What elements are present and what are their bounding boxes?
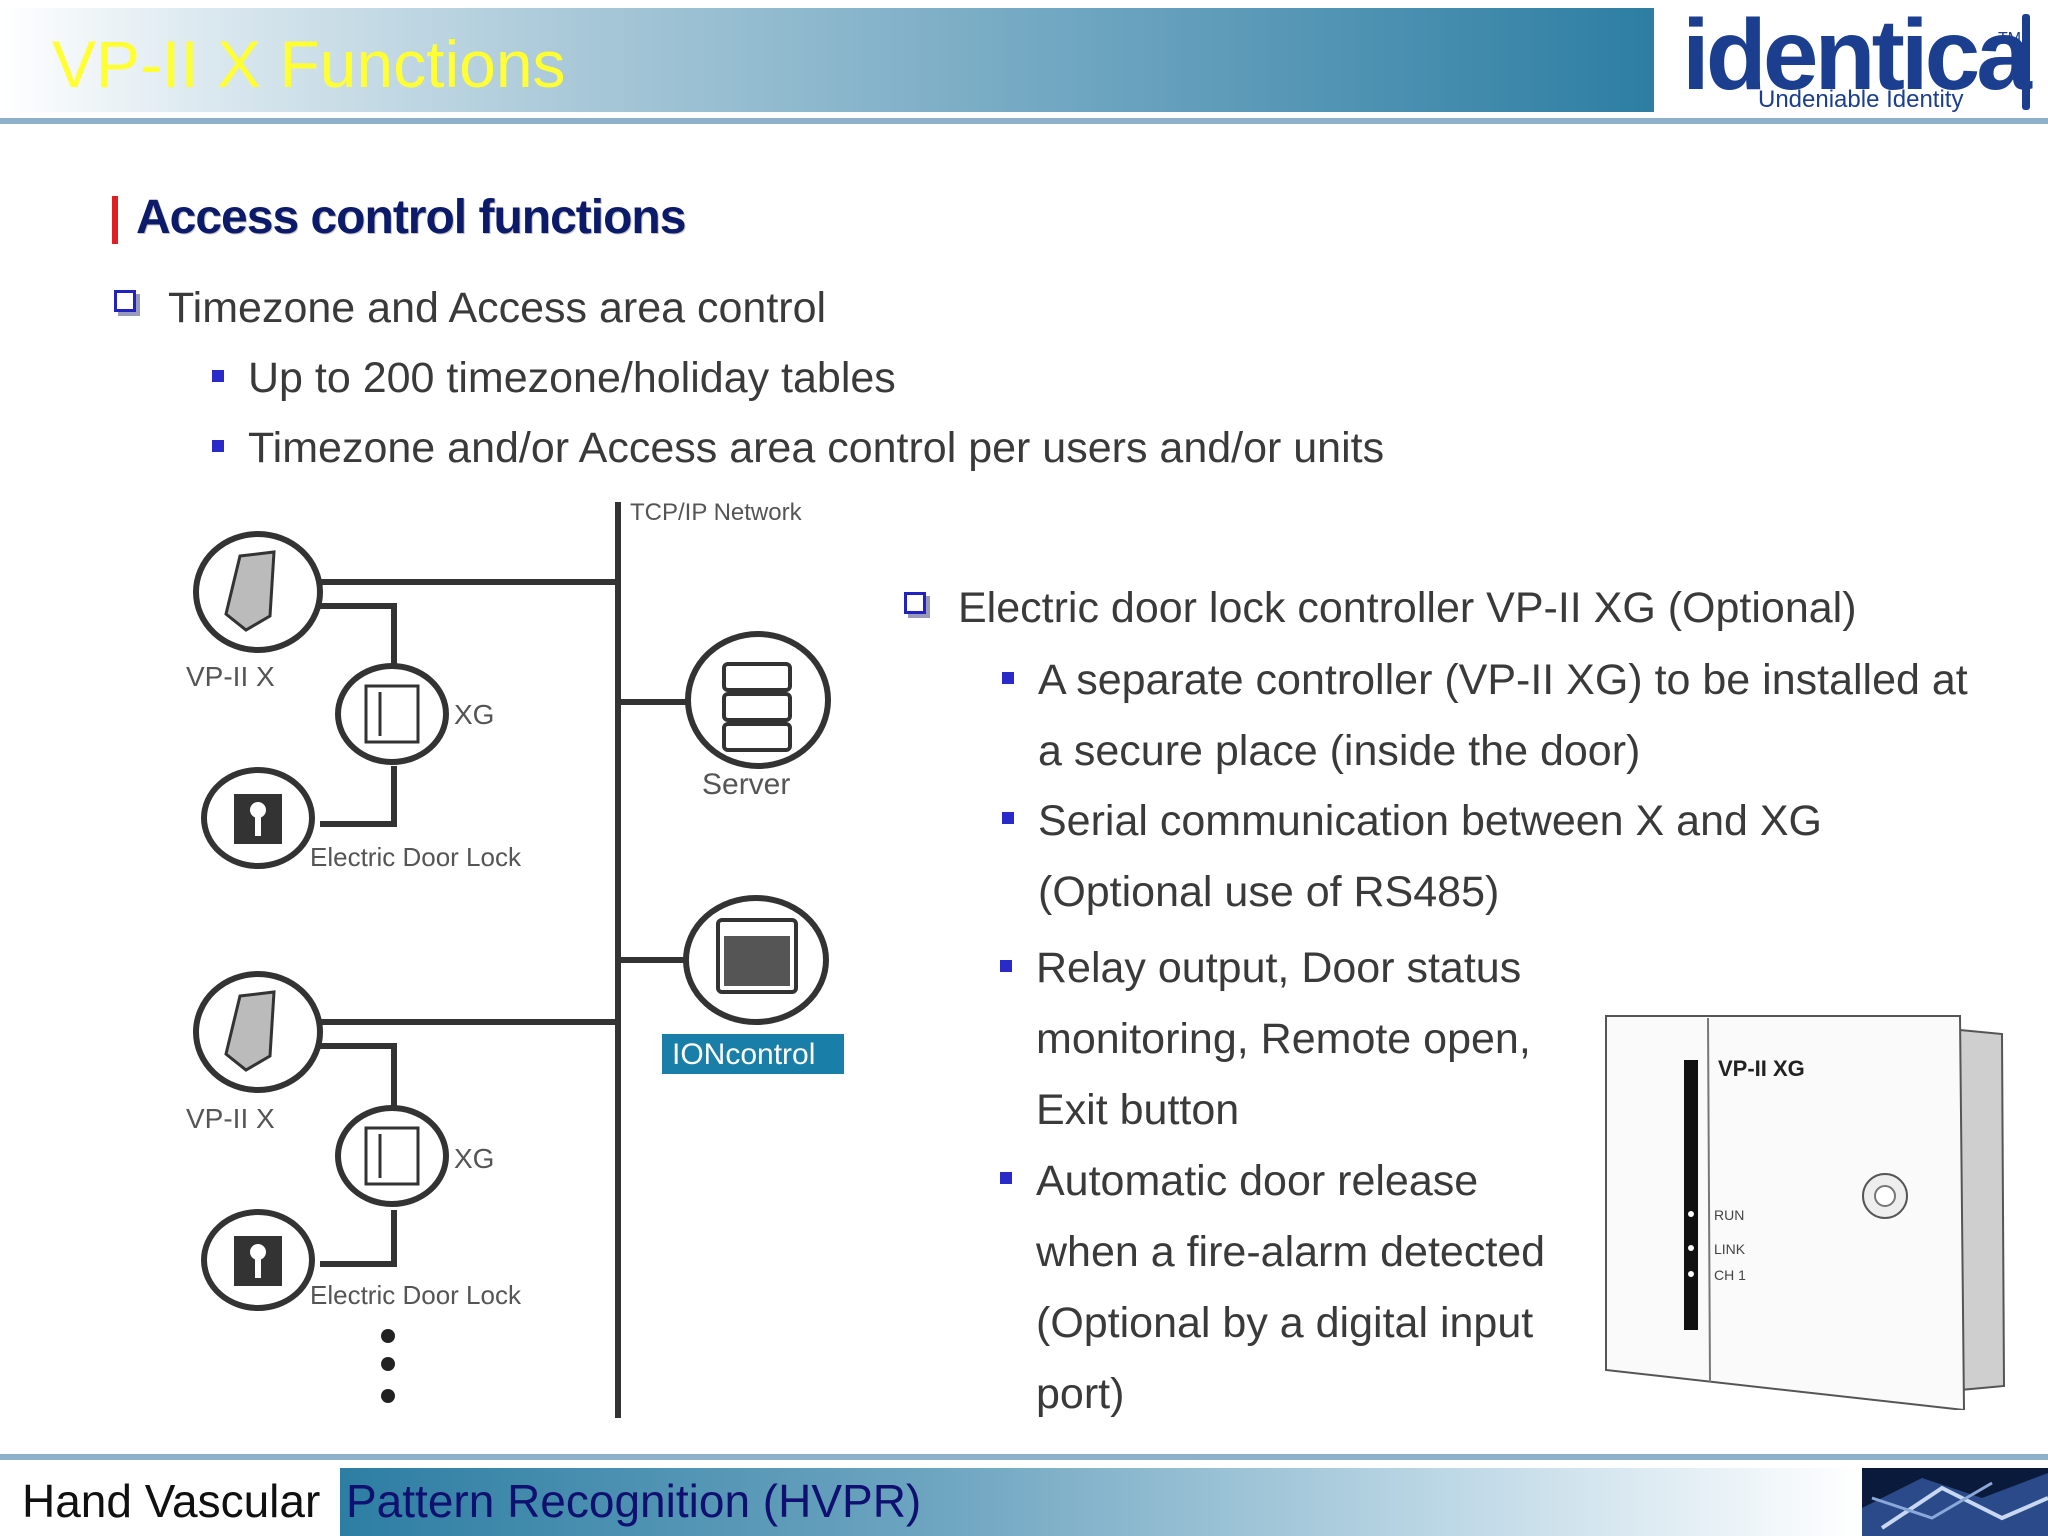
square-bullet-icon [1002, 672, 1014, 684]
section-heading: Access control functions [136, 191, 686, 244]
device-led-label: LINK [1714, 1241, 1746, 1257]
device-led-label: RUN [1714, 1207, 1744, 1223]
item-line: when a fire-alarm detected [1036, 1228, 1546, 1276]
checkbox-bullet-icon [114, 290, 136, 312]
slide-title: VP-II X Functions [52, 27, 566, 101]
server-node [685, 631, 831, 769]
footer-divider [0, 1454, 2048, 1460]
checkbox-bullet-icon [904, 592, 926, 614]
lock-label: Electric Door Lock [310, 1280, 522, 1310]
bullet-text: Timezone and Access area control [168, 284, 827, 332]
continuation-dot [381, 1389, 395, 1403]
section-accent-bar [112, 196, 118, 244]
item-line: monitoring, Remote open, [1036, 1015, 1531, 1063]
reader-node [193, 531, 323, 653]
lock-node [201, 767, 315, 869]
ioncontrol-node [683, 895, 829, 1025]
vp-ii-xg-device-image: VP-II XG RUN LINK CH 1 [1605, 1015, 2006, 1410]
controller-label: XG [454, 1143, 494, 1174]
ioncontrol-badge [662, 1034, 844, 1074]
footer-thumbnail-image [1862, 1468, 2048, 1536]
square-bullet-icon [1000, 1172, 1012, 1184]
controller-node [335, 663, 449, 765]
logo-wordmark: identica [1682, 0, 2032, 111]
server-label: Server [702, 768, 790, 801]
item-line: Serial communication between X and XG [1038, 797, 1822, 845]
square-bullet-icon [1002, 812, 1014, 824]
square-bullet-icon [1000, 960, 1012, 972]
sub-bullet-text: Up to 200 timezone/holiday tables [248, 354, 896, 402]
logo-tagline: Undeniable Identity [1758, 86, 1964, 113]
device-brand: VP-II XG [1718, 1056, 1805, 1081]
item-line: A separate controller (VP-II XG) to be i… [1038, 656, 1968, 704]
reader-label: VP-II X [186, 1103, 275, 1134]
item-line: Exit button [1036, 1086, 1240, 1134]
ioncontrol-label: IONcontrol [672, 1038, 815, 1071]
network-diagram: TCP/IP Network VP-II X XG Electric Door … [186, 499, 844, 1418]
footer-band [340, 1468, 1860, 1536]
item-line: Relay output, Door status [1036, 944, 1522, 992]
footer-text-left: Hand Vascular [22, 1475, 321, 1527]
continuation-dot [381, 1357, 395, 1371]
header-band [0, 8, 1654, 112]
footer-text-right: Pattern Recognition (HVPR) [346, 1475, 922, 1527]
logo-trademark: TM [1998, 30, 2022, 47]
right-heading: Electric door lock controller VP-II XG (… [958, 584, 1857, 632]
controller-node [335, 1105, 449, 1207]
item-line: (Optional by a digital input [1036, 1299, 1534, 1347]
item-line: port) [1036, 1370, 1125, 1418]
item-line: Automatic door release [1036, 1157, 1479, 1205]
continuation-dot [381, 1329, 395, 1343]
controller-label: XG [454, 699, 494, 730]
square-bullet-icon [212, 370, 224, 382]
logo-bracket [2022, 14, 2030, 110]
sub-bullet-text: Timezone and/or Access area control per … [248, 424, 1385, 472]
header-divider [0, 118, 2048, 124]
network-label: TCP/IP Network [630, 499, 803, 526]
reader-label: VP-II X [186, 661, 275, 692]
lock-label: Electric Door Lock [310, 842, 522, 872]
item-line: a secure place (inside the door) [1038, 727, 1641, 775]
device-led-label: CH 1 [1714, 1267, 1746, 1283]
item-line: (Optional use of RS485) [1038, 868, 1500, 916]
lock-node [201, 1209, 315, 1311]
square-bullet-icon [212, 440, 224, 452]
reader-node [193, 971, 323, 1093]
